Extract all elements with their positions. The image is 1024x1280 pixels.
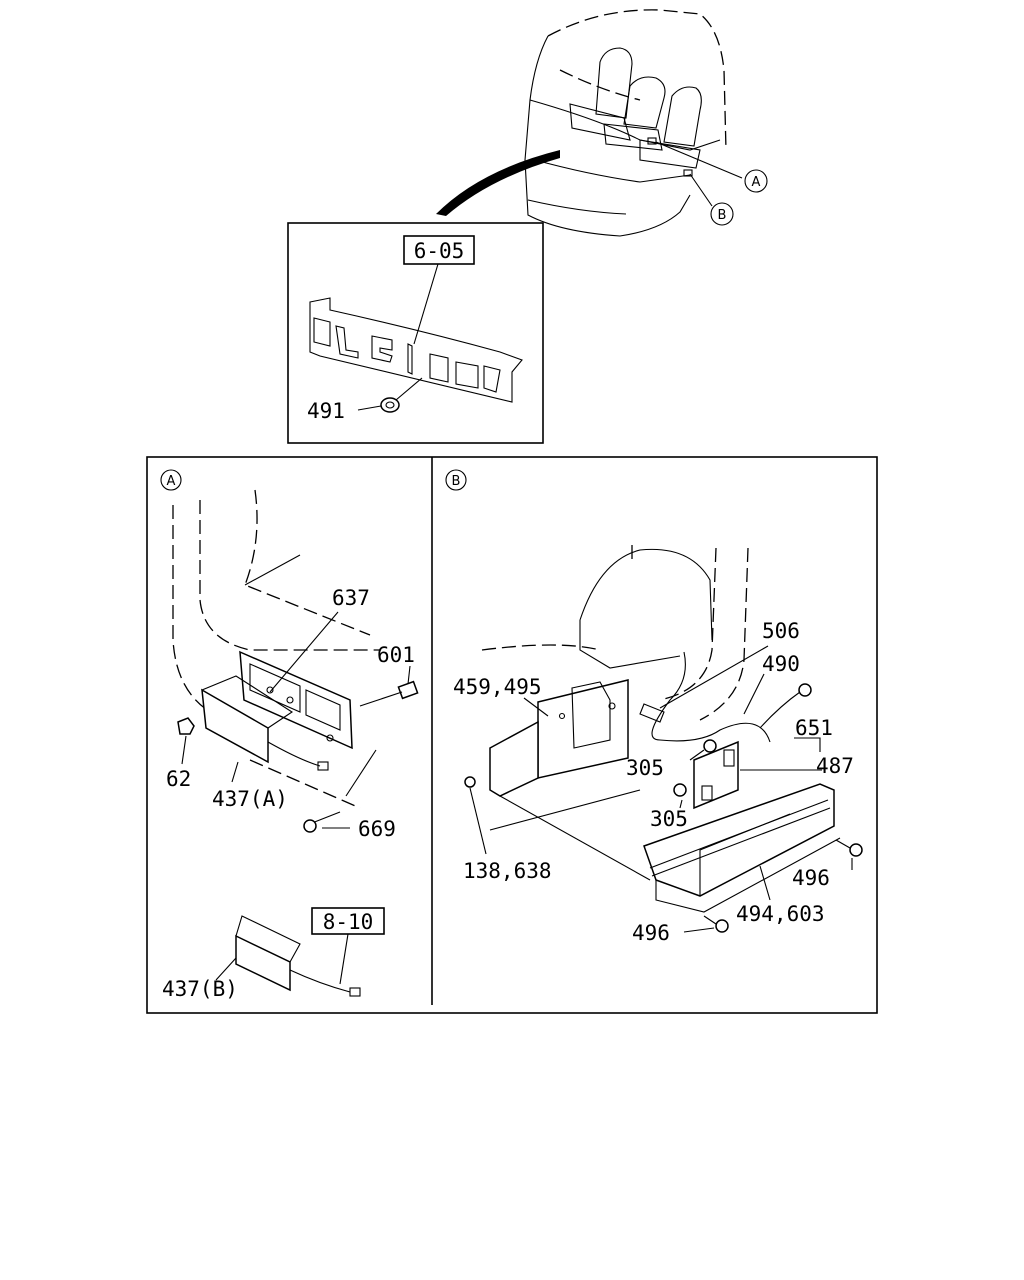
svg-text:B: B: [718, 208, 727, 223]
label-305-upper: 305: [626, 756, 664, 780]
label-437b: 437(B): [162, 977, 238, 1001]
label-494-603: 494,603: [736, 902, 825, 926]
label-496-right: 496: [792, 866, 830, 890]
panel-a-drawing: [172, 489, 419, 997]
label-490: 490: [762, 652, 800, 676]
detail-frame: [146, 456, 878, 1014]
ref-box-6-05: 6-05: [403, 235, 475, 265]
panel-a-title: A: [160, 469, 182, 491]
label-138-638: 138,638: [463, 859, 552, 883]
cab-overview-drawing: [436, 9, 743, 237]
svg-text:A: A: [752, 175, 761, 190]
label-491: 491: [307, 399, 345, 423]
label-459-495: 459,495: [453, 675, 542, 699]
callout-circle-b: B: [710, 202, 734, 226]
label-305-lower: 305: [650, 807, 688, 831]
label-506: 506: [762, 619, 800, 643]
ref-box-8-10: 8-10: [311, 907, 385, 935]
svg-text:6-05: 6-05: [414, 239, 465, 263]
label-637: 637: [332, 586, 370, 610]
inset-panel-drawing: [309, 263, 523, 413]
label-651: 651: [795, 716, 833, 740]
label-496-lower: 496: [632, 921, 670, 945]
panel-b-title: B: [445, 469, 467, 491]
label-437a: 437(A): [212, 787, 288, 811]
panel-b-drawing: [464, 545, 863, 933]
label-62: 62: [166, 767, 191, 791]
svg-text:A: A: [167, 474, 176, 489]
svg-text:B: B: [452, 474, 461, 489]
label-601: 601: [377, 643, 415, 667]
callout-circle-a: A: [744, 169, 768, 193]
svg-text:8-10: 8-10: [323, 910, 374, 934]
label-487: 487: [816, 754, 854, 778]
inset-frame: [287, 222, 544, 444]
label-669: 669: [358, 817, 396, 841]
